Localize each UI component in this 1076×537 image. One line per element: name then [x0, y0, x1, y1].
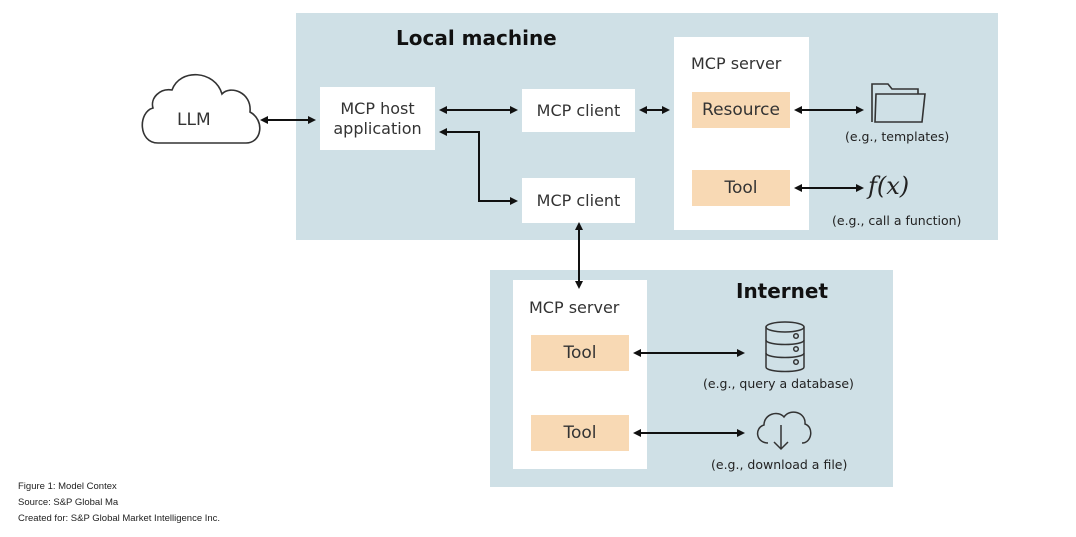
internet-tool-2-component: Tool [531, 415, 629, 451]
internet-title: Internet [736, 279, 829, 303]
local-mcp-server-title: MCP server [691, 54, 782, 73]
figure-caption: Figure 1: Model Contex [18, 481, 117, 492]
mcp-client-1: MCP client [522, 89, 635, 132]
mcp-client-2: MCP client [522, 178, 635, 223]
resource-component: Resource [692, 92, 790, 128]
download-caption: (e.g., download a file) [711, 457, 848, 472]
llm-label: LLM [177, 110, 211, 130]
resource-caption: (e.g., templates) [845, 129, 950, 144]
local-tool-component: Tool [692, 170, 790, 206]
internet-tool-1-component: Tool [531, 335, 629, 371]
source-note: Source: S&P Global Ma [18, 497, 119, 508]
function-icon: f(x) [868, 172, 910, 200]
created-for-note: Created for: S&P Global Market Intellige… [18, 513, 221, 524]
host-app-line2: application [333, 118, 422, 138]
database-caption: (e.g., query a database) [703, 376, 854, 391]
local-machine-title: Local machine [396, 26, 557, 50]
mcp-host-application: MCP host application [320, 87, 435, 150]
function-caption: (e.g., call a function) [832, 213, 962, 228]
internet-mcp-server-title: MCP server [529, 298, 620, 317]
host-app-line1: MCP host [340, 98, 415, 118]
